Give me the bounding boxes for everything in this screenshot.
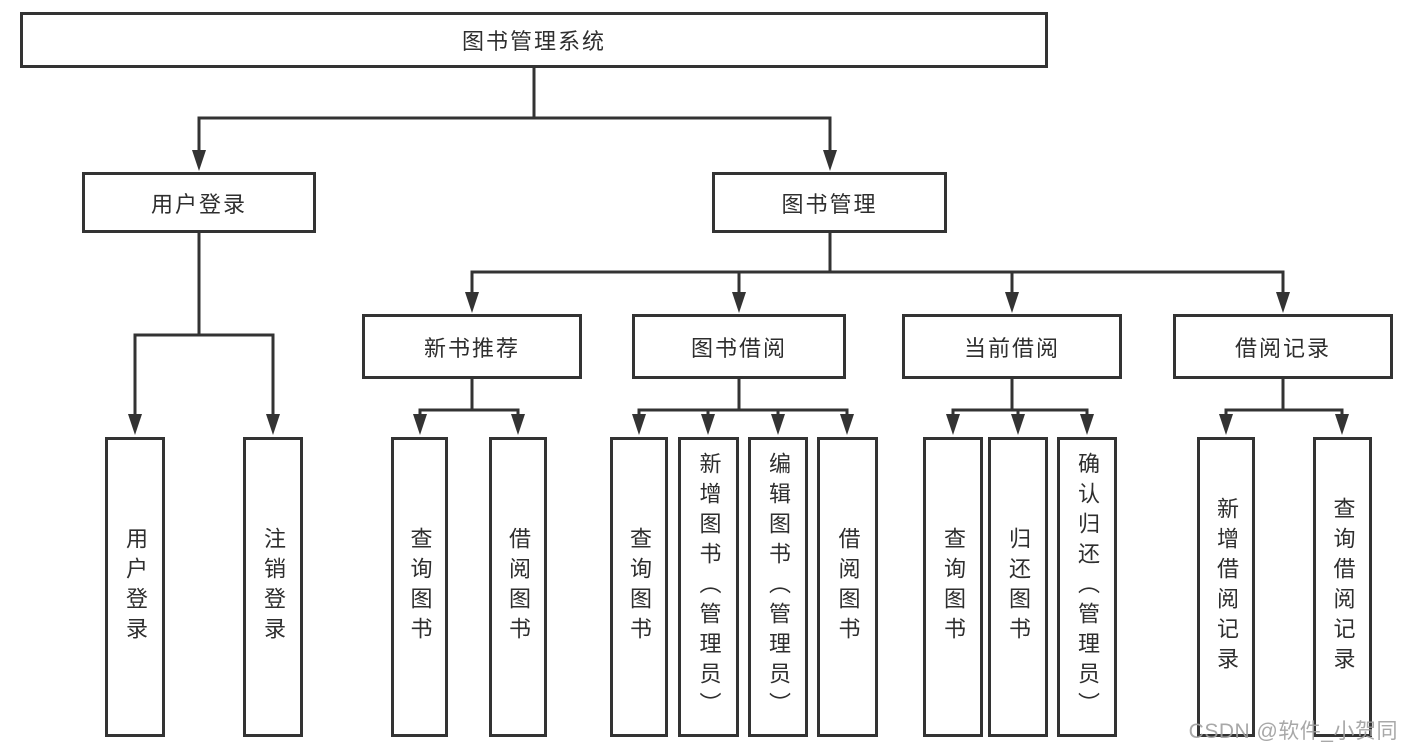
leaf-borrowing-query-books: 查询图书 — [610, 437, 668, 737]
node-book-borrowing: 图书借阅 — [632, 314, 846, 379]
leaf-borrowing-borrow-books: 借阅图书 — [817, 437, 878, 737]
node-book-management: 图书管理 — [712, 172, 947, 233]
leaf-records-add-record: 新增借阅记录 — [1197, 437, 1255, 737]
leaf-borrowing-add-books-admin: 新增图书（管理员） — [678, 437, 739, 737]
node-user-login: 用户登录 — [82, 172, 316, 233]
node-library-management-system: 图书管理系统 — [20, 12, 1048, 68]
leaf-current-confirm-return-admin: 确认归还（管理员） — [1057, 437, 1117, 737]
node-current-borrowing: 当前借阅 — [902, 314, 1122, 379]
leaf-records-query-record: 查询借阅记录 — [1313, 437, 1372, 737]
leaf-current-return-books: 归还图书 — [988, 437, 1048, 737]
leaf-user-login: 用户登录 — [105, 437, 165, 737]
node-new-book-recommend: 新书推荐 — [362, 314, 582, 379]
node-borrowing-records: 借阅记录 — [1173, 314, 1393, 379]
leaf-current-query-books: 查询图书 — [923, 437, 983, 737]
leaf-borrowing-edit-books-admin: 编辑图书（管理员） — [748, 437, 808, 737]
leaf-recommend-borrow-books: 借阅图书 — [489, 437, 547, 737]
leaf-logout: 注销登录 — [243, 437, 303, 737]
leaf-recommend-query-books: 查询图书 — [391, 437, 448, 737]
